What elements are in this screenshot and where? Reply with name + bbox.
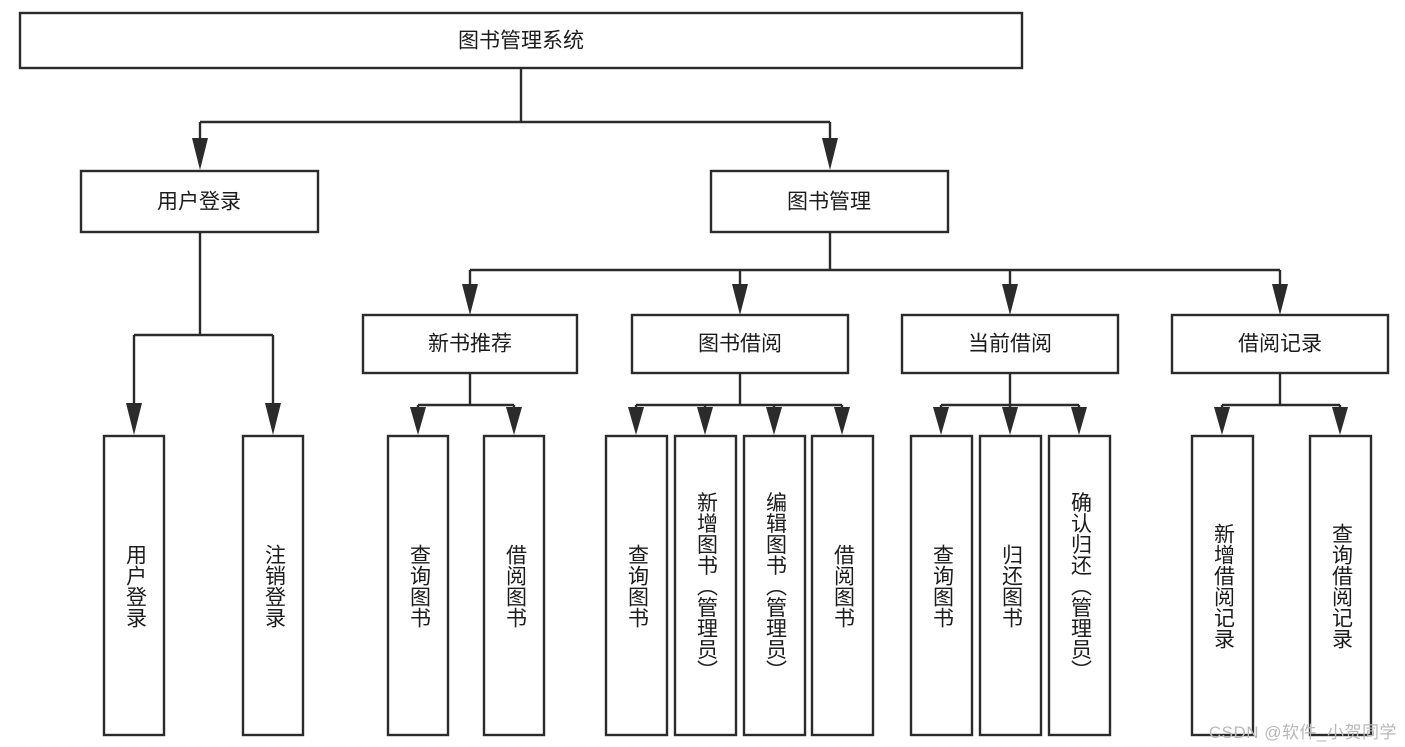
leaf-book-borrow-4-label: 借阅图书: [831, 544, 855, 628]
leaf-new-book-1-label: 查询图书: [407, 544, 431, 628]
node-borrow-record[interactable]: 借阅记录: [1170, 313, 1390, 375]
arrow-icon-user-login: [192, 138, 208, 170]
node-book-management[interactable]: 图书管理: [709, 169, 950, 234]
leaf-current-borrow-2-box[interactable]: [978, 434, 1043, 737]
node-current-borrow-label: 当前借阅: [968, 333, 1052, 356]
leaf-current-borrow-3-label: 确认归还（管理员）: [1068, 492, 1092, 681]
node-root-box[interactable]: [18, 11, 1024, 70]
node-new-book-recommend-label: 新书推荐: [428, 333, 512, 356]
arrow-icon-current-borrow: [1002, 284, 1018, 315]
node-new-book-recommend-box[interactable]: [361, 313, 579, 375]
arrow-icon-leaf-bookborrow-2: [697, 407, 713, 435]
leaf-new-book-2-box[interactable]: [482, 434, 546, 737]
arrow-icon-leaf-bookborrow-1: [628, 407, 644, 435]
leaf-book-borrow-3[interactable]: 编辑图书（管理员）: [742, 434, 807, 737]
connector-layer: [126, 68, 1348, 435]
arrow-icon-leaf-bookborrow-4: [834, 407, 850, 435]
arrow-icon-borrow-record: [1272, 284, 1288, 315]
node-user-login-box[interactable]: [79, 169, 320, 234]
leaf-book-borrow-2[interactable]: 新增图书（管理员）: [673, 434, 738, 737]
leaf-current-borrow-1-label: 查询图书: [930, 544, 954, 628]
arrow-icon-book-mgmt: [822, 138, 838, 170]
leaf-book-borrow-1-box[interactable]: [604, 434, 669, 737]
node-user-login-label: 用户登录: [157, 191, 241, 214]
node-book-management-box[interactable]: [709, 169, 950, 234]
leaf-book-borrow-2-label: 新增图书（管理员）: [694, 492, 718, 681]
leaf-user-login-1[interactable]: 用户登录: [102, 434, 166, 737]
leaf-user-login-2[interactable]: 注销登录: [241, 434, 305, 737]
node-borrow-record-label: 借阅记录: [1238, 333, 1322, 356]
leaf-current-borrow-1[interactable]: 查询图书: [909, 434, 974, 737]
leaf-book-borrow-3-label: 编辑图书（管理员）: [763, 492, 787, 681]
arrow-icon-leaf-currentborrow-1: [933, 407, 949, 435]
leaf-book-borrow-1-label: 查询图书: [625, 544, 649, 628]
leaf-current-borrow-3[interactable]: 确认归还（管理员）: [1047, 434, 1112, 737]
leaf-new-book-1[interactable]: 查询图书: [386, 434, 450, 737]
leaf-book-borrow-4-box[interactable]: [810, 434, 875, 737]
arrow-icon-leaf-borrowrecord-2: [1332, 407, 1348, 435]
leaf-book-borrow-2-box[interactable]: [673, 434, 738, 737]
node-book-borrow-label: 图书借阅: [698, 333, 782, 356]
leaf-borrow-record-2-label: 查询借阅记录: [1329, 523, 1353, 649]
node-new-book-recommend[interactable]: 新书推荐: [361, 313, 579, 375]
leaf-borrow-record-1[interactable]: 新增借阅记录: [1190, 434, 1255, 737]
leaf-user-login-2-box[interactable]: [241, 434, 305, 737]
arrow-icon-leaf-newbook-1: [410, 407, 426, 435]
leaf-new-book-2-label: 借阅图书: [503, 544, 527, 628]
leaf-current-borrow-2[interactable]: 归还图书: [978, 434, 1043, 737]
leaf-book-borrow-3-box[interactable]: [742, 434, 807, 737]
arrow-icon-leaf-newbook-2: [506, 407, 522, 435]
leaf-user-login-2-label: 注销登录: [262, 544, 286, 628]
leaf-new-book-1-box[interactable]: [386, 434, 450, 737]
arrow-icon-leaf-user-login-2: [265, 403, 281, 435]
arrow-icon-book-borrow: [732, 284, 748, 315]
leaf-user-login-1-label: 用户登录: [123, 544, 147, 628]
leaf-current-borrow-3-box[interactable]: [1047, 434, 1112, 737]
node-book-borrow-box[interactable]: [630, 313, 850, 375]
leaf-book-borrow-4[interactable]: 借阅图书: [810, 434, 875, 737]
leaf-new-book-2[interactable]: 借阅图书: [482, 434, 546, 737]
arrow-icon-new-book: [462, 284, 478, 315]
leaf-current-borrow-1-box[interactable]: [909, 434, 974, 737]
leaf-borrow-record-1-box[interactable]: [1190, 434, 1255, 737]
arrow-icon-leaf-currentborrow-3: [1071, 407, 1087, 435]
node-root[interactable]: 图书管理系统: [18, 11, 1024, 70]
node-current-borrow-box[interactable]: [900, 313, 1120, 375]
node-root-label: 图书管理系统: [458, 30, 584, 53]
arrow-icon-leaf-user-login-1: [126, 403, 142, 435]
node-book-management-label: 图书管理: [787, 191, 871, 214]
leaf-borrow-record-1-label: 新增借阅记录: [1211, 523, 1235, 649]
leaf-current-borrow-2-label: 归还图书: [999, 544, 1023, 628]
arrow-icon-leaf-borrowrecord-1: [1214, 407, 1230, 435]
node-borrow-record-box[interactable]: [1170, 313, 1390, 375]
arrow-icon-leaf-bookborrow-3: [766, 407, 782, 435]
leaf-borrow-record-2-box[interactable]: [1308, 434, 1373, 737]
leaf-book-borrow-1[interactable]: 查询图书: [604, 434, 669, 737]
node-user-login[interactable]: 用户登录: [79, 169, 320, 234]
leaf-user-login-1-box[interactable]: [102, 434, 166, 737]
leaf-borrow-record-2[interactable]: 查询借阅记录: [1308, 434, 1373, 737]
arrow-icon-leaf-currentborrow-2: [1002, 407, 1018, 435]
node-book-borrow[interactable]: 图书借阅: [630, 313, 850, 375]
node-current-borrow[interactable]: 当前借阅: [900, 313, 1120, 375]
